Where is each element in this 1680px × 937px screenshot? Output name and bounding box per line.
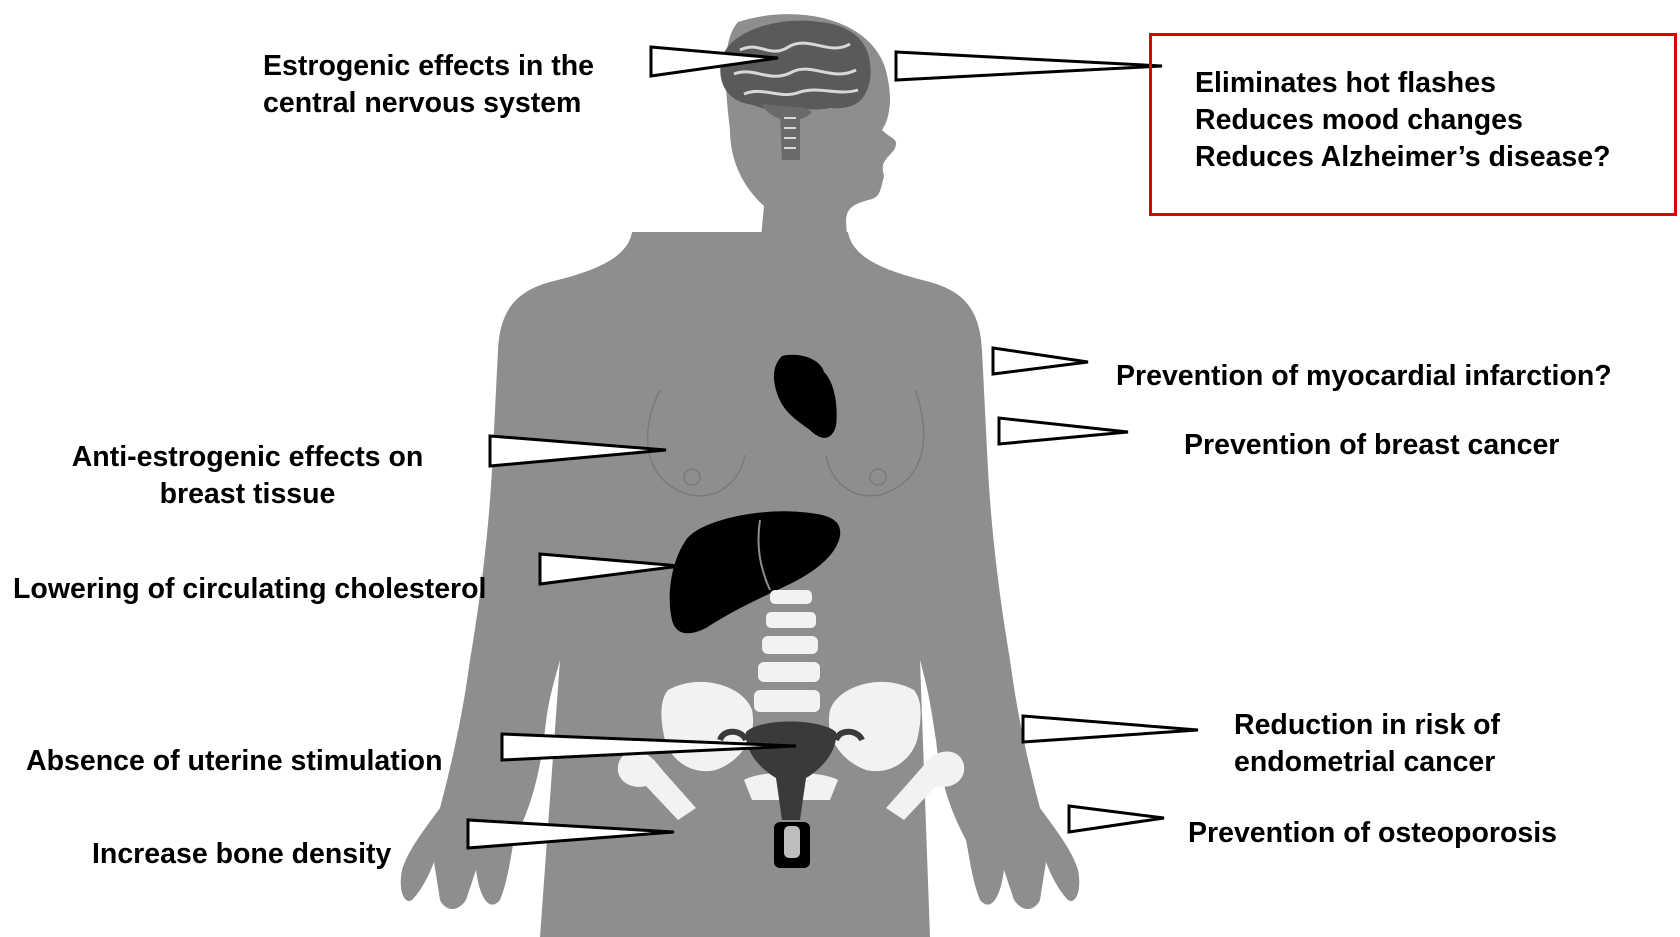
pointer-breast-cancer bbox=[999, 418, 1128, 444]
label-line: breast tissue bbox=[40, 476, 455, 513]
body-silhouette bbox=[401, 14, 1080, 937]
label-line: Reduces Alzheimer’s disease? bbox=[1195, 139, 1611, 176]
label-line: Reduces mood changes bbox=[1195, 102, 1611, 139]
label-line: Anti-estrogenic effects on bbox=[40, 439, 455, 476]
label-line: Prevention of breast cancer bbox=[1184, 427, 1559, 464]
label-line: Prevention of osteoporosis bbox=[1188, 815, 1557, 852]
pointer-osteoporosis bbox=[1069, 806, 1164, 832]
pointer-myocardial bbox=[993, 348, 1088, 374]
label-cholesterol: Lowering of circulating cholesterol bbox=[13, 571, 486, 608]
label-line: Increase bone density bbox=[92, 836, 391, 873]
pointer-endometrial bbox=[1023, 716, 1198, 742]
label-line: Prevention of myocardial infarction? bbox=[1116, 358, 1612, 395]
label-line: Estrogenic effects in the bbox=[263, 48, 594, 85]
highlight-box-text: Eliminates hot flashes Reduces mood chan… bbox=[1195, 65, 1611, 176]
label-breast-tissue: Anti-estrogenic effects on breast tissue bbox=[40, 439, 455, 513]
label-line: Eliminates hot flashes bbox=[1195, 65, 1611, 102]
label-line: Absence of uterine stimulation bbox=[26, 743, 442, 780]
label-uterine: Absence of uterine stimulation bbox=[26, 743, 442, 780]
label-endometrial: Reduction in risk of endometrial cancer bbox=[1234, 707, 1500, 781]
label-myocardial: Prevention of myocardial infarction? bbox=[1116, 358, 1612, 395]
label-cns: Estrogenic effects in the central nervou… bbox=[263, 48, 594, 122]
label-breast-cancer: Prevention of breast cancer bbox=[1184, 427, 1559, 464]
label-line: endometrial cancer bbox=[1234, 744, 1500, 781]
pointer-hot-flashes bbox=[896, 52, 1162, 80]
label-line: central nervous system bbox=[263, 85, 594, 122]
label-osteoporosis: Prevention of osteoporosis bbox=[1188, 815, 1557, 852]
label-line: Lowering of circulating cholesterol bbox=[13, 571, 486, 608]
label-bone-density: Increase bone density bbox=[92, 836, 391, 873]
label-line: Reduction in risk of bbox=[1234, 707, 1500, 744]
